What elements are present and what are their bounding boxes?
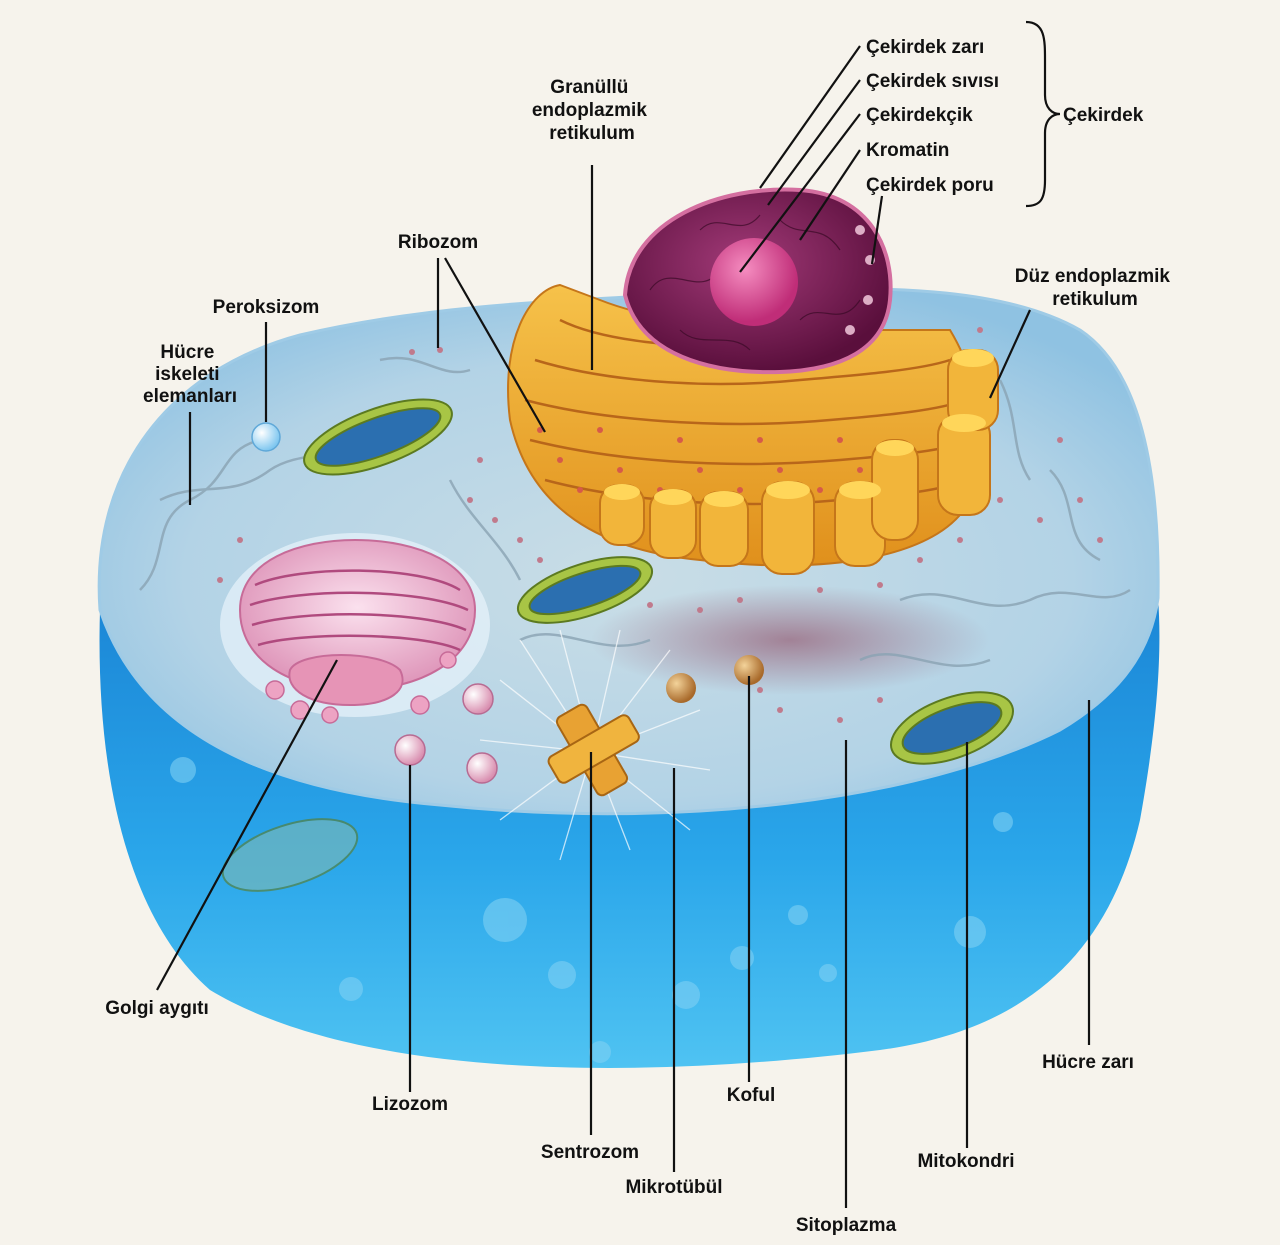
label-lizozom: Lizozom <box>372 1094 448 1115</box>
leader-golgi <box>156 659 338 991</box>
label-cekirdek-poru: Çekirdek poru <box>866 175 994 196</box>
label-hucre-iskeleti-line-3: elemanları <box>143 386 237 407</box>
lysosomes <box>394 683 498 784</box>
nucleolus <box>710 238 798 326</box>
label-golgi: Golgi aygıtı <box>105 998 208 1019</box>
labels: Çekirdek zarı Çekirdek sıvısı Çekirdekçi… <box>105 37 1175 1236</box>
cell-wall <box>99 598 1160 1068</box>
nucleus <box>622 187 893 375</box>
mitochondria <box>221 398 1015 892</box>
label-duz-er-line-2: retikulum <box>1052 289 1138 310</box>
label-hucre-iskeleti: Hücre iskeleti elemanları <box>143 342 237 407</box>
label-granullu-er-line-3: retikulum <box>549 123 635 144</box>
leader-cekirdekcik <box>739 113 861 273</box>
leader-ribozom-2 <box>444 257 546 433</box>
leader-cekirdek-sivisi <box>767 79 861 206</box>
cytoskeleton-filaments <box>139 356 1131 667</box>
label-granullu-er: Granüllü endoplazmik retikulum <box>532 77 652 144</box>
label-duz-er: Düz endoplazmik retikulum <box>1015 266 1175 310</box>
peroxisome <box>251 422 281 452</box>
golgi-apparatus <box>220 533 490 724</box>
label-koful: Koful <box>727 1085 776 1106</box>
label-hucre-zari: Hücre zarı <box>1042 1052 1134 1073</box>
label-cekirdek-zari: Çekirdek zarı <box>866 37 984 58</box>
cytoplasm-shadow <box>590 585 990 695</box>
label-kromatin: Kromatin <box>866 140 949 161</box>
wall-bubbles <box>170 757 1013 1063</box>
label-granullu-er-line-1: Granüllü <box>550 77 628 98</box>
label-cekirdek: Çekirdek <box>1063 105 1144 126</box>
leader-duz-er <box>988 309 1032 399</box>
label-sentrozom: Sentrozom <box>541 1142 639 1163</box>
leader-cekirdek-poru <box>870 195 884 265</box>
leader-cekirdek-zari <box>759 45 861 189</box>
leader-lines <box>156 45 1091 1208</box>
rough-endoplasmic-reticulum <box>507 283 999 575</box>
leader-kromatin <box>799 149 861 241</box>
label-mikrotubul: Mikrotübül <box>625 1177 722 1198</box>
centrosome <box>479 629 711 861</box>
label-hucre-iskeleti-line-2: iskeleti <box>155 364 219 385</box>
label-peroksizom: Peroksizom <box>213 297 320 318</box>
label-cekirdekcik: Çekirdekçik <box>866 105 973 126</box>
label-hucre-iskeleti-line-1: Hücre <box>160 342 214 363</box>
label-granullu-er-line-2: endoplazmik <box>532 100 648 121</box>
nucleus-bracket <box>1025 20 1061 208</box>
label-ribozom: Ribozom <box>398 232 478 253</box>
label-mitokondri: Mitokondri <box>917 1151 1014 1172</box>
label-cekirdek-sivisi: Çekirdek sıvısı <box>866 71 999 92</box>
label-duz-er-line-1: Düz endoplazmik <box>1015 266 1171 287</box>
label-sitoplazma: Sitoplazma <box>796 1215 897 1236</box>
vacuoles <box>666 655 764 703</box>
